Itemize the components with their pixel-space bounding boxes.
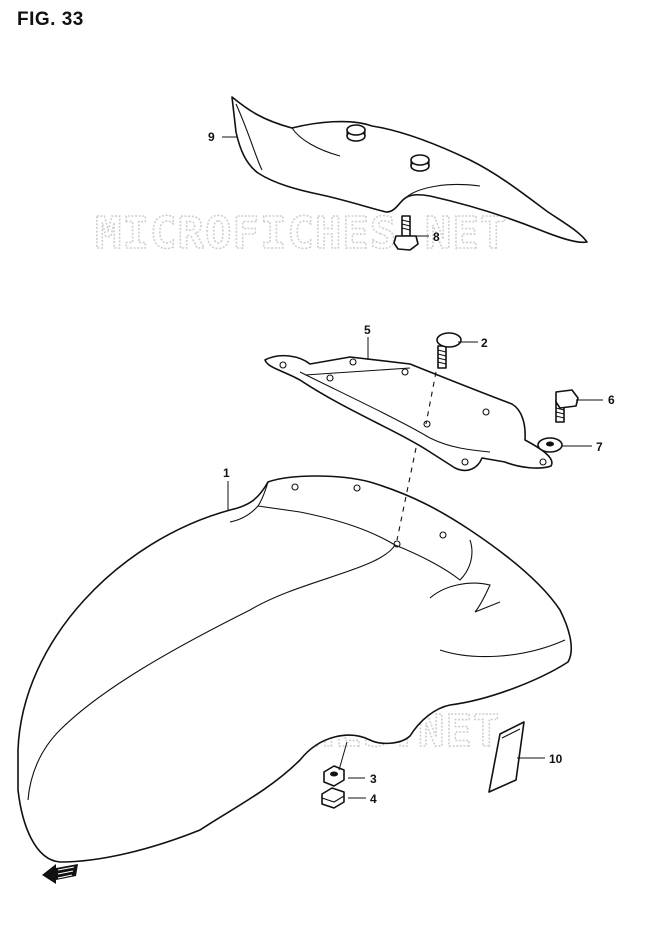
callout-10: 10 [549,752,563,766]
part-5-bracket [264,354,553,472]
watermark-top: MICROFICHES.NET [95,208,507,259]
part-3-nut [323,765,345,787]
part-4-nut [321,787,345,809]
part-6-bolt [555,389,579,423]
callout-1: 1 [223,466,230,480]
part-10-label [488,721,525,793]
front-direction-arrow-icon [42,864,78,884]
callout-2: 2 [481,336,488,350]
part-1-fender [17,475,572,863]
leader-3-part [338,741,348,771]
part-7-washer [537,437,563,453]
callout-7: 7 [596,440,603,454]
part-2-bolt [436,332,462,369]
callout-4: 4 [370,792,377,806]
callout-6: 6 [608,393,615,407]
callout-8: 8 [433,230,440,244]
callout-3: 3 [370,772,377,786]
part-8-bolt [393,215,419,251]
assembly-line-bolt-2 [425,371,437,425]
figure-title: FIG. 33 [17,9,84,30]
callout-5: 5 [364,323,371,337]
callout-9: 9 [208,130,215,144]
part-9-cover [231,96,588,244]
